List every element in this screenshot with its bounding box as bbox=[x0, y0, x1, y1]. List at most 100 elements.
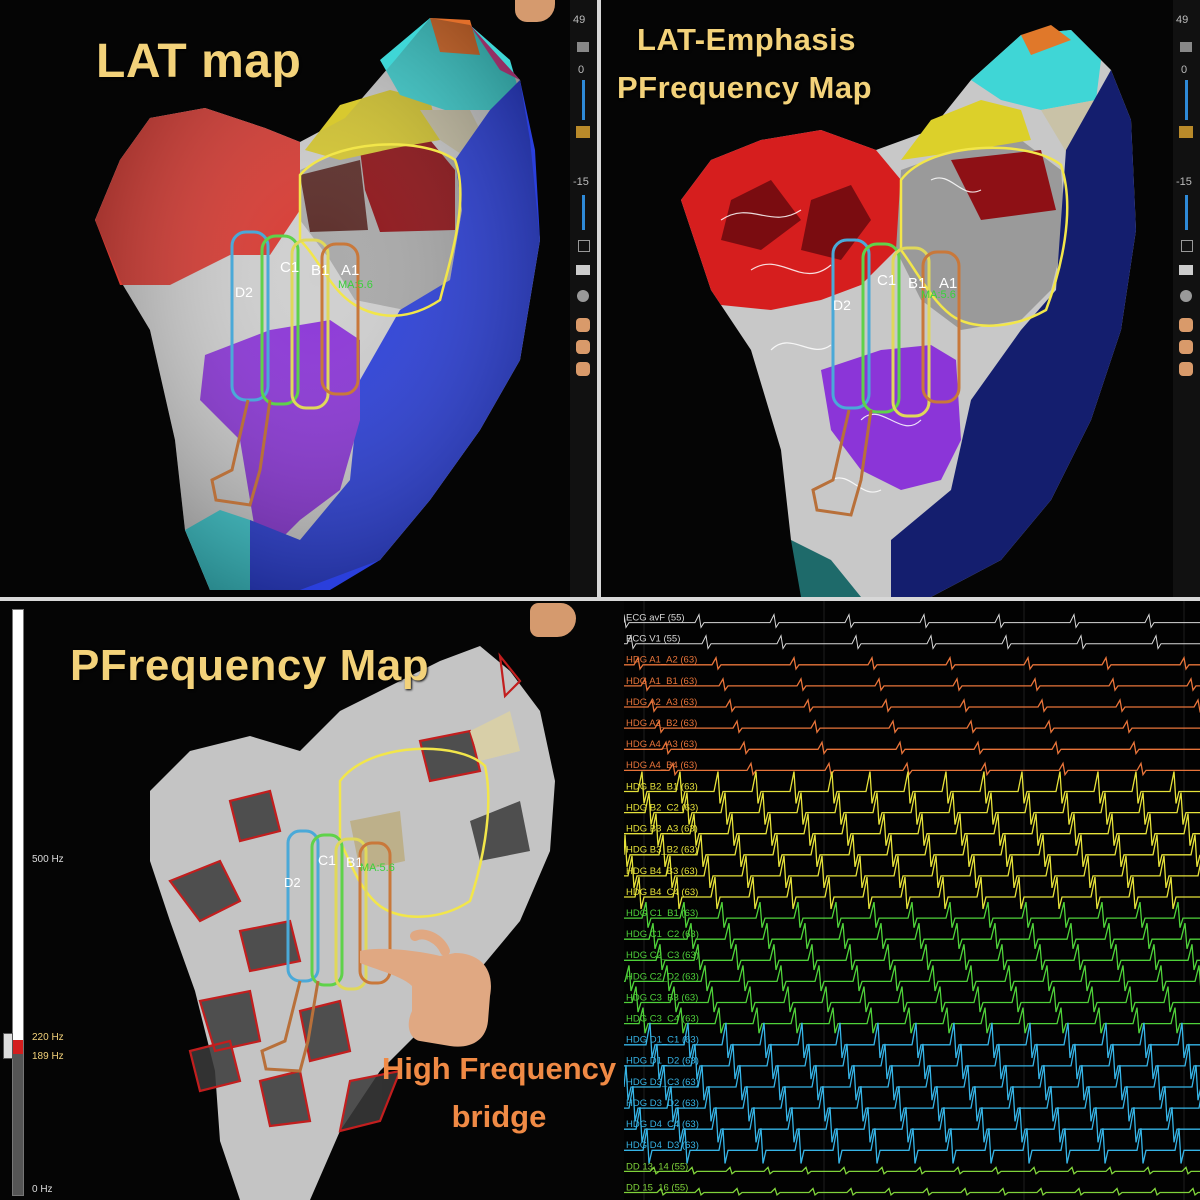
egm-channel-label[interactable]: DD 15_16 (55) bbox=[626, 1182, 688, 1193]
egm-channel-label[interactable]: HDG A1_A2 (63) bbox=[626, 655, 697, 666]
egm-channel-label[interactable]: HDG A4_A3 (63) bbox=[626, 739, 697, 750]
lat-sidebar-toolbar[interactable]: 49 0 -15 bbox=[570, 0, 597, 597]
frequency-scale-bar[interactable] bbox=[12, 609, 24, 1196]
emphasis-sidebar-num-neg15: -15 bbox=[1176, 176, 1192, 188]
heart-icon-3[interactable] bbox=[576, 362, 590, 376]
orientation-heart-icon[interactable] bbox=[515, 0, 555, 22]
egm-trace bbox=[624, 1187, 1200, 1197]
egm-channel-label[interactable]: HDG D4_D3 (63) bbox=[626, 1140, 699, 1151]
heart-icon-1[interactable] bbox=[576, 318, 590, 332]
egm-channel-label[interactable]: HDG A2_B2 (63) bbox=[626, 718, 697, 729]
lock-icon-2[interactable] bbox=[1181, 240, 1193, 252]
marker-icon-2[interactable] bbox=[1179, 126, 1193, 138]
marker-icon[interactable] bbox=[576, 126, 590, 138]
egm-trace bbox=[624, 901, 1200, 928]
color-swatch-icon[interactable] bbox=[576, 265, 590, 275]
egm-channel-label[interactable]: HDG B4_B3 (63) bbox=[626, 866, 698, 877]
egm-channel-label[interactable]: HDG D1_C1 (63) bbox=[626, 1035, 699, 1046]
emphasis-title-line2: PFrequency Map bbox=[617, 70, 873, 105]
egm-channel-label[interactable]: DD 13_14 (55) bbox=[626, 1161, 688, 1172]
egm-trace bbox=[624, 876, 1200, 910]
egm-trace bbox=[624, 1043, 1200, 1080]
egm-channel-label[interactable]: HDG B3_B2 (63) bbox=[626, 845, 698, 856]
scale-top-icon[interactable] bbox=[577, 42, 589, 52]
heart-icon-2[interactable] bbox=[576, 340, 590, 354]
annotation-line2: bridge bbox=[451, 1099, 547, 1134]
egm-channel-label[interactable]: HDG C2_D2 (63) bbox=[626, 971, 699, 982]
egm-channel-label[interactable]: HDG A1_B1 (63) bbox=[626, 676, 697, 687]
catheter-label-c1: C1 bbox=[280, 259, 299, 276]
egm-channel-label[interactable]: HDG B4_C4 (63) bbox=[626, 887, 698, 898]
catheter-label-a1: A1 bbox=[341, 262, 359, 279]
scale-bar-top[interactable] bbox=[582, 80, 585, 120]
catheter-label-ma: MA:5.6 bbox=[338, 279, 373, 291]
emphasis-sidebar-toolbar[interactable]: 49 0 -15 bbox=[1173, 0, 1200, 597]
scale-bar-top-2[interactable] bbox=[1185, 80, 1188, 120]
egm-trace bbox=[624, 1007, 1200, 1034]
egm-trace bbox=[624, 813, 1200, 846]
sphere-icon-2[interactable] bbox=[1180, 290, 1192, 302]
egm-channel-label[interactable]: HDG D3_C3 (63) bbox=[626, 1077, 699, 1088]
emphasis-title-line1: LAT-Emphasis bbox=[637, 22, 857, 57]
lat-map-canvas[interactable]: C1 B1 A1 D2 MA:5.6 bbox=[0, 0, 597, 597]
catheter-label-b1-2: B1 bbox=[908, 275, 926, 292]
lat-sidebar-num-49: 49 bbox=[573, 14, 586, 26]
egm-trace bbox=[624, 698, 1200, 713]
sphere-icon[interactable] bbox=[577, 290, 589, 302]
egm-channel-label[interactable]: HDG D3_D2 (63) bbox=[626, 1098, 699, 1109]
scale-label-189: 189 Hz bbox=[32, 1051, 64, 1062]
pfrequency-map-panel[interactable]: 500 Hz 220 Hz 189 Hz 0 Hz C1 bbox=[0, 601, 624, 1200]
egm-trace bbox=[624, 986, 1200, 1013]
emphasis-map-panel[interactable]: C1 B1 A1 D2 MA:5.6 LAT-Emphasis PFrequen… bbox=[601, 0, 1200, 597]
color-swatch-icon-2[interactable] bbox=[1179, 265, 1193, 275]
egm-trace bbox=[624, 834, 1200, 867]
egm-tracing-canvas[interactable]: ECG avF (55) ECG V1 (55) HDG A1_A2 (63) HDG… bbox=[624, 601, 1200, 1200]
hd-grid-catheter bbox=[210, 230, 360, 507]
egm-channel-label[interactable]: ECG V1 (55) bbox=[626, 634, 680, 645]
egm-trace bbox=[624, 634, 1200, 650]
egm-channel-label[interactable]: HDG C3_C4 (63) bbox=[626, 1014, 699, 1025]
catheter-label-d2-3: D2 bbox=[284, 875, 301, 890]
lat-map-panel[interactable]: C1 B1 A1 D2 MA:5.6 LAT map 49 0 -15 bbox=[0, 0, 597, 597]
atrium-surface-3 bbox=[150, 646, 555, 1200]
egm-channel-label[interactable]: HDG D1_D2 (63) bbox=[626, 1056, 699, 1067]
orientation-heart-icon-3[interactable] bbox=[530, 603, 576, 637]
pfrequency-title: PFrequency Map bbox=[70, 641, 430, 690]
tan-region bbox=[470, 711, 520, 761]
scale-threshold-band[interactable] bbox=[13, 1040, 23, 1054]
egm-channel-label[interactable]: HDG B2_C2 (63) bbox=[626, 802, 698, 813]
egm-channel-label[interactable]: HDG B2_B1 (63) bbox=[626, 781, 698, 792]
egm-trace bbox=[624, 923, 1200, 949]
pfrequency-canvas[interactable]: C1 B1 D2 MA:5.6 bbox=[0, 601, 624, 1200]
heart-icon-2c[interactable] bbox=[1179, 362, 1193, 376]
scale-label-500: 500 Hz bbox=[32, 854, 64, 865]
egm-channel-label[interactable]: HDG A4_B4 (63) bbox=[626, 760, 697, 771]
egm-trace bbox=[624, 944, 1200, 971]
scale-bar-bottom-2[interactable] bbox=[1185, 195, 1188, 230]
egm-channel-label[interactable]: HDG C1_B1 (63) bbox=[626, 908, 698, 919]
heart-icon-2a[interactable] bbox=[1179, 318, 1193, 332]
catheter-label-d2: D2 bbox=[235, 284, 253, 300]
emphasis-map-canvas[interactable]: C1 B1 A1 D2 MA:5.6 bbox=[601, 0, 1200, 597]
egm-channel-label[interactable]: HDG D4_C4 (63) bbox=[626, 1119, 699, 1130]
vertical-divider-top bbox=[597, 0, 601, 601]
lock-icon[interactable] bbox=[578, 240, 590, 252]
egm-trace bbox=[624, 719, 1200, 734]
egm-channel-label[interactable]: HDG C3_B3 (63) bbox=[626, 992, 698, 1003]
egm-channel-label[interactable]: HDG B3_A3 (63) bbox=[626, 824, 698, 835]
egm-trace bbox=[624, 1085, 1200, 1122]
scale-bar-bottom[interactable] bbox=[582, 195, 585, 230]
scale-lower-gray bbox=[13, 1054, 23, 1195]
scale-label-220: 220 Hz bbox=[32, 1032, 64, 1043]
threshold-slider-handle[interactable] bbox=[3, 1033, 13, 1059]
emphasis-yellow-region bbox=[901, 100, 1031, 160]
scale-top-icon-2[interactable] bbox=[1180, 42, 1192, 52]
egm-channel-label[interactable]: HDG C2_C3 (63) bbox=[626, 950, 699, 961]
egm-panel[interactable]: ECG avF (55) ECG V1 (55) HDG A1_A2 (63) HDG… bbox=[624, 601, 1200, 1200]
heart-icon-2b[interactable] bbox=[1179, 340, 1193, 354]
egm-channel-label[interactable]: ECG avF (55) bbox=[626, 612, 685, 623]
catheter-label-c1-2: C1 bbox=[877, 272, 896, 289]
egm-trace bbox=[624, 1128, 1200, 1164]
egm-channel-label[interactable]: HDG A2_A3 (63) bbox=[626, 697, 697, 708]
egm-channel-label[interactable]: HDG C1_C2 (63) bbox=[626, 929, 699, 940]
